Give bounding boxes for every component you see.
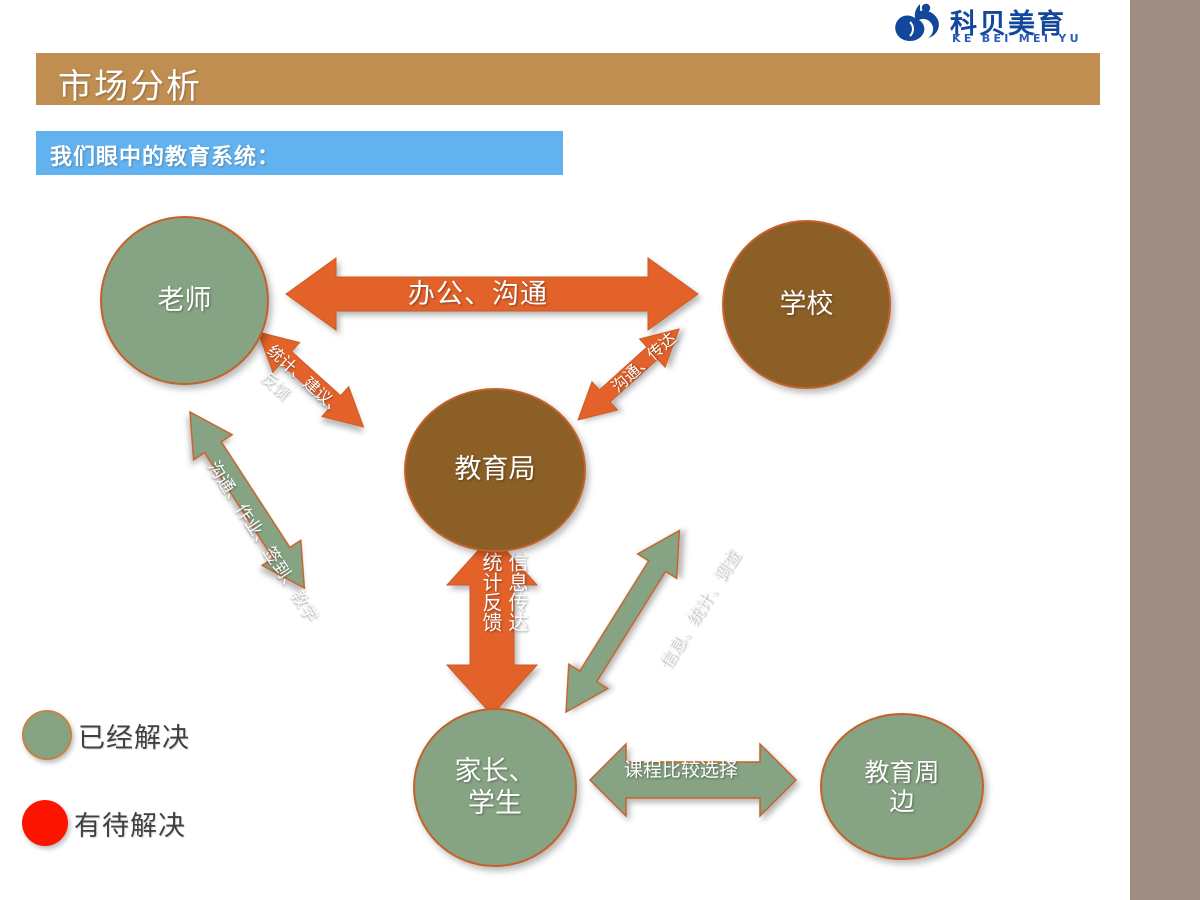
- kebeimeiyu-logo-icon: [895, 3, 939, 42]
- node-school-label: 学校: [779, 288, 834, 320]
- logo-chinese-name: 科贝美育: [950, 9, 1066, 40]
- legend-label-unsolved: 有待解决: [74, 810, 186, 842]
- slide-subtitle-bar: 我们眼中的教育系统：: [36, 131, 563, 175]
- page-title: 市场分析: [58, 67, 202, 107]
- node-education-around[interactable]: 教育周 边: [820, 713, 984, 860]
- arrow-teacher-school: [285, 257, 699, 331]
- node-teacher[interactable]: 老师: [100, 216, 269, 385]
- node-school[interactable]: 学校: [722, 220, 891, 389]
- logo-english-name: KE BEI MEI YU: [952, 32, 1082, 45]
- node-education-around-label-line1: 教育周: [864, 757, 940, 787]
- slide-title-bar: 市场分析: [36, 53, 1100, 107]
- arrow-school-parent: [565, 529, 681, 714]
- node-parent-student-label-line2: 学生: [468, 787, 522, 819]
- node-education-bureau[interactable]: 教育局: [404, 388, 586, 552]
- subtitle-text: 我们眼中的教育系统：: [50, 145, 281, 170]
- right-decorative-band: [1130, 0, 1200, 900]
- node-education-bureau-label: 教育局: [454, 454, 536, 486]
- legend-dot-solved-icon: [22, 710, 72, 760]
- node-education-around-label-line2: 边: [889, 786, 915, 816]
- legend-label-solved: 已经解决: [78, 722, 190, 754]
- arrow-teacher-parent: [189, 410, 306, 590]
- arrow-bureau-parent: [445, 534, 539, 716]
- legend-item-unsolved: 有待解决: [22, 800, 186, 846]
- arrow-parent-around: [588, 742, 798, 818]
- legend-item-solved: 已经解决: [22, 710, 190, 760]
- node-parent-student[interactable]: 家长、 学生: [413, 708, 577, 867]
- arrow-teacher-bureau: [257, 331, 365, 428]
- node-teacher-label: 老师: [157, 284, 212, 316]
- arrow-bureau-school: [577, 328, 680, 421]
- legend-dot-unsolved-icon: [22, 800, 68, 846]
- company-logo: 科贝美育 KE BEI MEI YU: [890, 2, 1079, 46]
- node-parent-student-label-line1: 家长、: [454, 756, 536, 788]
